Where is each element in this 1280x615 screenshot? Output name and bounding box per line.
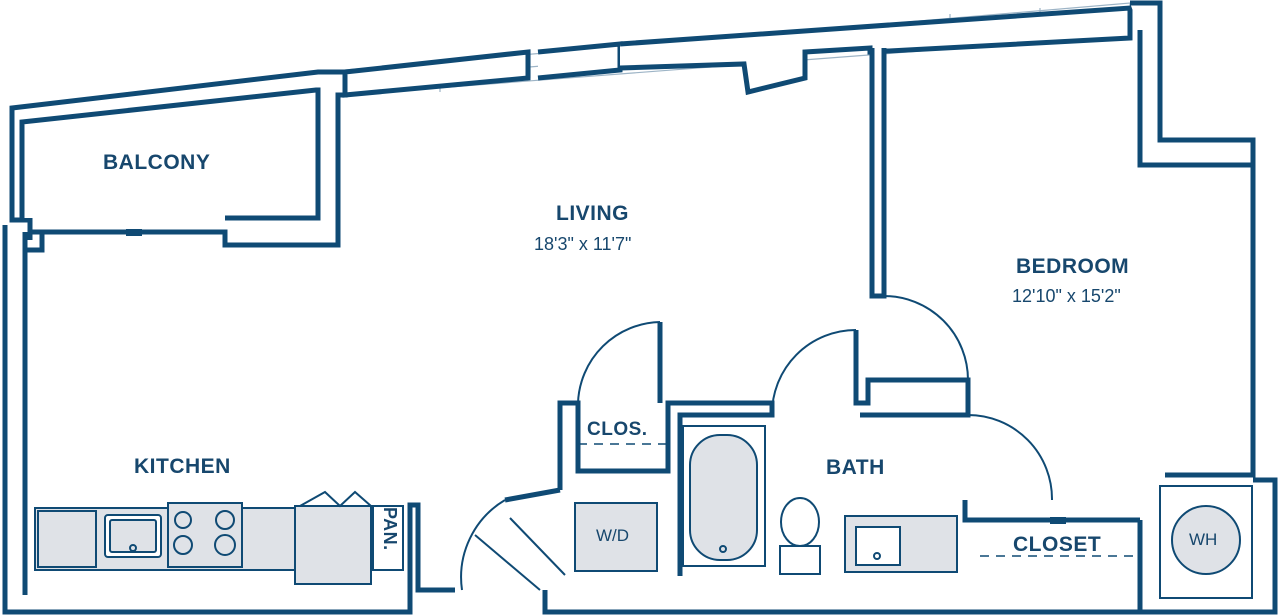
washer-dryer-unit: [574, 502, 658, 572]
balcony-label: BALCONY: [103, 151, 211, 174]
bedroom-dimensions: 12'10" x 15'2": [1012, 286, 1121, 306]
water-heater-tank: [1171, 505, 1241, 575]
pantry-label: PAN.: [380, 507, 400, 551]
bath-label: BATH: [826, 456, 885, 479]
bedroom-label: BEDROOM: [1016, 255, 1130, 278]
door-swings: [460, 295, 1054, 591]
living-label: LIVING: [556, 202, 630, 225]
living-dimensions: 18'3" x 11'7": [534, 234, 632, 254]
bath-fixtures: [682, 425, 958, 575]
kitchen-counter: [34, 490, 404, 585]
balcony-door-mark: [126, 229, 142, 236]
closet-door-mark: [1050, 517, 1066, 524]
closet-label: CLOSET: [1013, 533, 1102, 556]
water-heater-label: WH: [1189, 530, 1218, 549]
kitchen-label: KITCHEN: [134, 455, 231, 478]
clos-label: CLOS.: [587, 419, 648, 440]
washer-dryer-label: W/D: [596, 526, 630, 545]
